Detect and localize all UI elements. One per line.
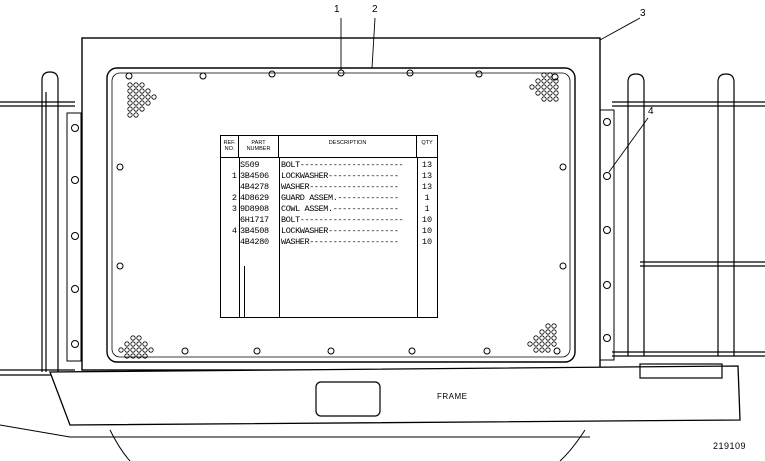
callout-1: 1 [334,4,340,15]
frame-right-block [639,363,723,379]
callout-2: 2 [372,4,378,15]
right-plate-bolts [603,118,611,342]
right-side-plate [599,109,615,361]
perforation-bottom-left [118,335,154,359]
header-part: PART NUMBER [239,136,279,158]
description-cell: COWL ASSEM.-------------- [281,204,399,214]
guard-inner-edge [111,72,571,358]
quantity-cell: 13 [421,171,433,181]
quantity-cell: 1 [424,193,430,203]
callout-leaders [340,17,649,173]
description-cell: WASHER------------------- [281,237,399,247]
frame-cutout [315,381,381,417]
part-number-cell: 4B4278 [240,182,269,192]
table-row: S509 BOLT---------------------- 13 [221,160,437,171]
lower-frame-line [0,424,590,438]
description-cell: LOCKWASHER--------------- [281,226,399,236]
description-cell: LOCKWASHER--------------- [281,171,399,181]
parts-table: REF. NO. PART NUMBER DESCRIPTION QTY S50… [220,135,438,318]
description-cell: WASHER------------------- [281,182,399,192]
ref-cell: 2 [231,193,237,203]
perforation-top-left [127,82,157,118]
frame-label: FRAME [437,392,468,401]
part-number-cell: 3B4506 [240,171,269,181]
part-number-cell: 9D8908 [240,204,269,214]
left-plate-bolts [71,124,79,348]
quantity-cell: 13 [421,182,433,192]
right-rails [612,73,765,357]
header-qty: QTY [417,136,437,158]
quantity-cell: 10 [421,237,433,247]
left-rails [0,71,75,376]
frame-outline [49,365,741,426]
ref-cell: 3 [231,204,237,214]
left-side-plate [66,112,82,362]
ref-cell: 1 [231,171,237,181]
quantity-cell: 1 [424,204,430,214]
part-number-cell: 4D8629 [240,193,269,203]
quantity-cell: 13 [421,160,433,170]
perforation-top-right [529,72,559,102]
description-cell: BOLT---------------------- [281,215,404,225]
lower-curve-right [559,429,586,461]
table-row: 6H1717 BOLT---------------------- 10 [221,215,437,226]
quantity-cell: 10 [421,226,433,236]
callout-4: 4 [648,106,654,117]
header-ref: REF. NO. [221,136,239,158]
table-row: 4B4278 WASHER------------------- 13 [221,182,437,193]
description-cell: BOLT---------------------- [281,160,404,170]
part-number-cell: 6H1717 [240,215,269,225]
drawing-number: 219109 [713,441,747,451]
quantity-cell: 10 [421,215,433,225]
part-number-cell: S509 [240,160,260,170]
part-number-cell: 4B4280 [240,237,269,247]
ref-cell: 4 [231,226,237,236]
perforation-bottom-right [527,323,557,353]
lower-curve-left [109,429,131,461]
callout-3: 3 [640,8,646,19]
part-number-cell: 3B4508 [240,226,269,236]
description-cell: GUARD ASSEM.------------- [281,193,399,203]
table-row: 4B4280 WASHER------------------- 10 [221,237,437,248]
header-description: DESCRIPTION [279,136,417,158]
